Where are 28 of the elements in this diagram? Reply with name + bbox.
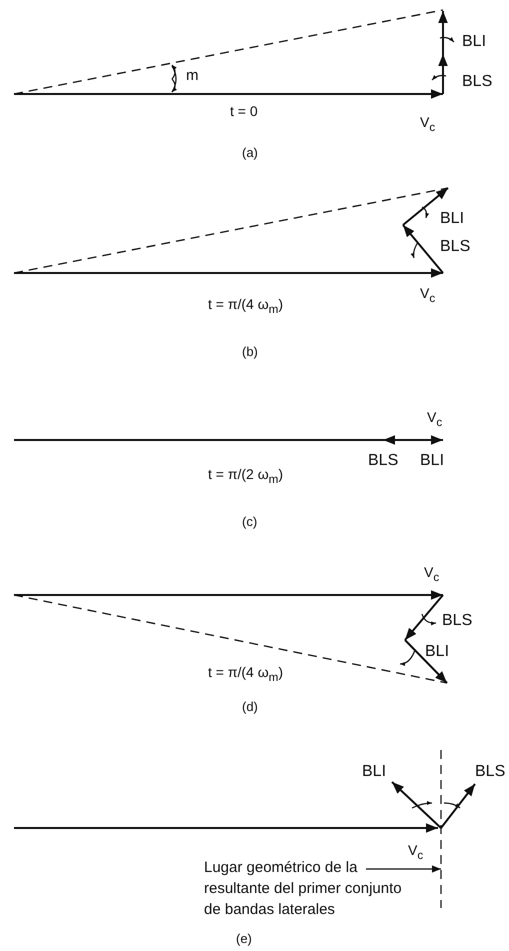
panel-label: (a) (242, 146, 258, 160)
phasor-label: V$_{c}$ (427, 410, 442, 430)
locus-line (440, 750, 442, 908)
time-label: t = π/(2 ω$_{m}$) (208, 467, 284, 487)
sideband-label: BLS (440, 238, 470, 256)
phasor-label: V$_{c}$ (424, 565, 440, 585)
sideband-label: BLI (420, 452, 444, 470)
panel-label: (e) (236, 932, 252, 946)
phasor-label: V$_{c}$ (408, 843, 424, 863)
leader-line (366, 865, 441, 873)
time-label: t = π/(4 ω$_{m}$) (208, 297, 284, 317)
sideband-label: BLS (462, 73, 492, 91)
sideband-label: BLI (362, 763, 386, 781)
sideband-label: BLI (425, 643, 450, 661)
panel-label: (b) (242, 345, 258, 360)
panel-label: (d) (242, 700, 258, 714)
phasor-label: V$_{c}$ (420, 115, 436, 135)
sideband-label: BLS (475, 763, 506, 781)
sideband-label: BLS (442, 612, 472, 630)
sideband-label: BLI (462, 33, 486, 51)
time-label: t = π/(4 ω$_{m}$) (208, 665, 284, 685)
sideband-label: BLI (440, 210, 464, 228)
sideband-label: BLS (368, 452, 398, 470)
time-label: t = 0 (230, 104, 258, 120)
phasor-label: V$_{c}$ (420, 286, 436, 306)
angle-label: m (186, 68, 198, 84)
annotation-text: Lugar geométrico de la resultante del primer conjunto de bandas laterales (204, 857, 404, 920)
panel-label: (c) (242, 515, 258, 530)
